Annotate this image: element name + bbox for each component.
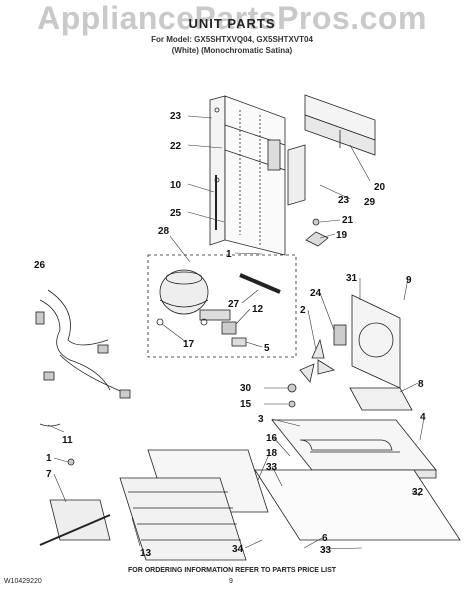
variant-line: (White) (Monochromatic Satina)	[171, 46, 293, 55]
callout-11: 11	[62, 435, 73, 446]
callout-29: 29	[364, 197, 376, 208]
callout-26: 26	[34, 260, 46, 271]
callout-15: 15	[240, 399, 252, 410]
condenser-coil-part	[209, 95, 286, 256]
fan-blade-part	[299, 338, 336, 383]
fan-shroud-part	[351, 294, 401, 389]
callout-1: 1	[226, 249, 232, 260]
callout-24: 24	[310, 288, 322, 299]
callout-2: 2	[300, 305, 306, 316]
wire-harness-part	[35, 289, 131, 399]
base-pan-part	[271, 419, 437, 479]
callout-32: 32	[412, 487, 424, 498]
callout-25: 25	[170, 208, 182, 219]
callout-5: 5	[264, 343, 270, 354]
callout-4: 4	[420, 412, 426, 423]
callout-30: 30	[240, 383, 252, 394]
callout-27: 27	[228, 299, 240, 310]
callout-19: 19	[336, 230, 348, 241]
callout-17: 17	[183, 339, 195, 350]
callout-10: 10	[170, 180, 182, 191]
callout-23b: 23	[338, 195, 350, 206]
watermark: AppliancePartsPros.com	[37, 0, 427, 36]
callout-16: 16	[266, 433, 278, 444]
callout-28: 28	[158, 226, 170, 237]
compressor-part	[156, 269, 231, 326]
callout-22: 22	[170, 141, 182, 152]
callout-13: 13	[140, 548, 152, 559]
callout-3: 3	[258, 414, 264, 425]
page-title: UNIT PARTS	[188, 16, 276, 31]
callout-33b: 33	[320, 545, 332, 556]
callout-20: 20	[374, 182, 386, 193]
callout-8: 8	[418, 379, 424, 390]
callout-7: 7	[46, 469, 52, 480]
callout-18: 18	[266, 448, 278, 459]
callout-6: 6	[322, 533, 328, 544]
callout-1b: 1	[46, 453, 52, 464]
callout-31: 31	[346, 273, 358, 284]
evaporator-coil-part	[119, 449, 269, 561]
page-number: 9	[229, 578, 233, 585]
callout-33: 33	[266, 462, 278, 473]
callout-21: 21	[342, 215, 354, 226]
doc-number: W10429220	[4, 578, 42, 585]
bracket-part	[304, 94, 376, 156]
callout-9: 9	[406, 275, 412, 286]
model-line: For Model: GX5SHTXVQ04, GX5SHTXVT04	[151, 35, 313, 44]
callout-23: 23	[170, 111, 182, 122]
callout-34: 34	[232, 544, 244, 555]
ordering-note: FOR ORDERING INFORMATION REFER TO PARTS …	[127, 567, 337, 574]
callout-12: 12	[252, 304, 264, 315]
